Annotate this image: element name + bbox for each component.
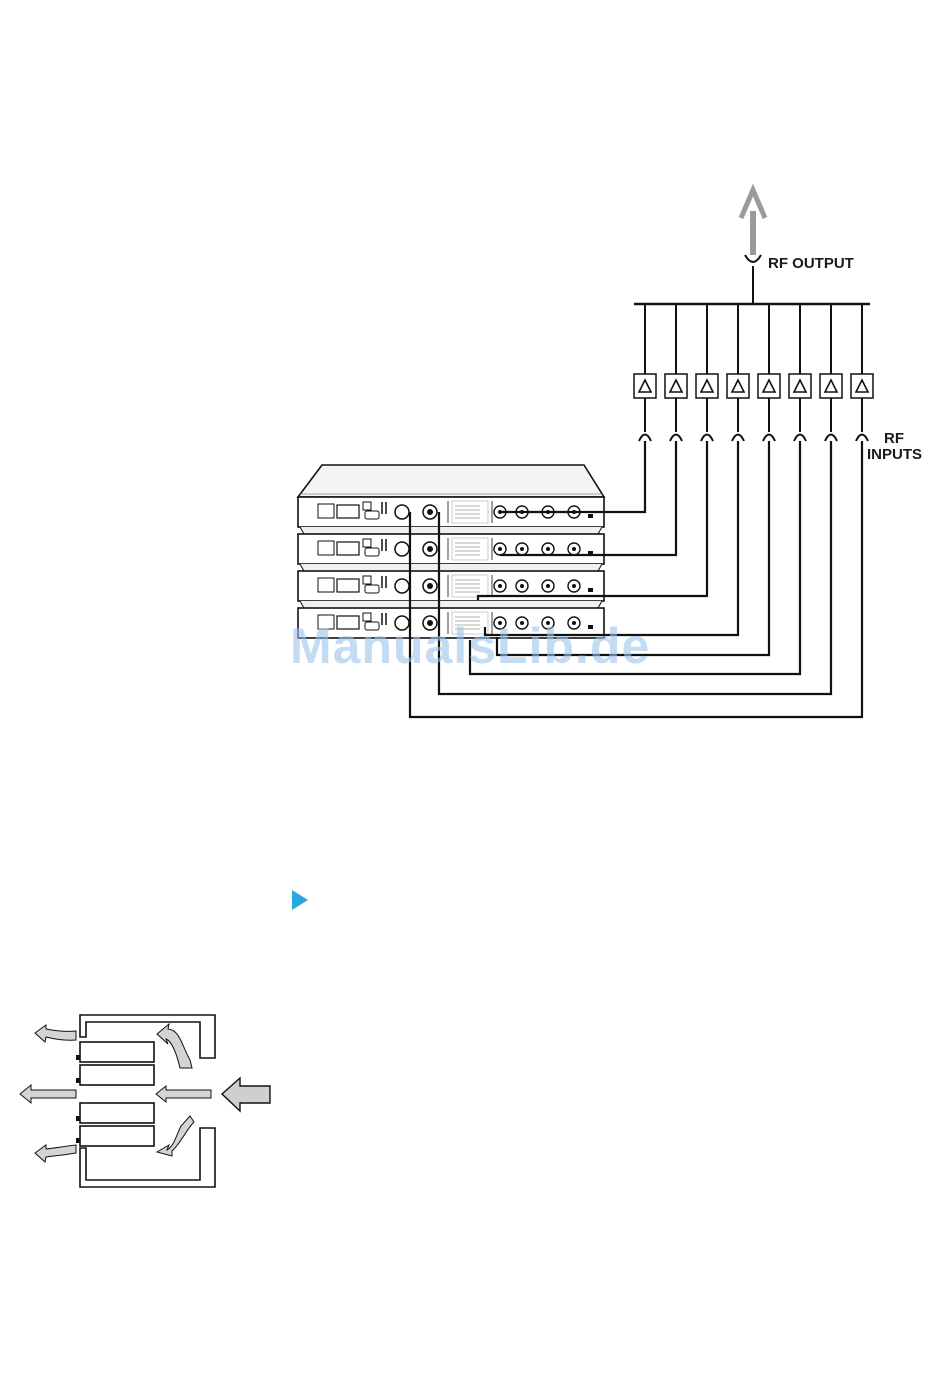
receiver-unit	[298, 534, 604, 571]
receiver-lip	[300, 601, 602, 608]
rf-inputs-label-line2: INPUTS	[867, 446, 922, 463]
xlr-pin	[427, 546, 433, 552]
rack-unit	[80, 1103, 154, 1123]
screw-icon	[588, 588, 593, 592]
xlr-connector-icon	[395, 542, 409, 556]
stack-top-cover	[298, 465, 604, 497]
xlr-connector-icon	[395, 505, 409, 519]
bnc-pin	[572, 584, 576, 588]
amplifier-box	[696, 374, 718, 398]
arrow-left-icon	[35, 1145, 76, 1162]
arrow-left-icon	[20, 1085, 76, 1103]
bnc-pin	[498, 547, 502, 551]
iec-socket-icon	[337, 579, 359, 592]
rack-unit	[80, 1042, 154, 1062]
amplifier-channels	[634, 304, 873, 441]
power-socket-icon	[318, 578, 334, 592]
amplifier-box	[851, 374, 873, 398]
amplifier-box	[758, 374, 780, 398]
rf-output-label: RF OUTPUT	[768, 255, 854, 272]
switch-icon	[363, 502, 371, 510]
label-plate	[452, 575, 488, 597]
bnc-pin	[546, 584, 550, 588]
rf-input-connector-icon	[701, 435, 713, 442]
power-socket-icon	[318, 541, 334, 555]
receiver-lip	[300, 527, 602, 534]
amplifier-box	[820, 374, 842, 398]
switch-icon	[363, 576, 371, 584]
receiver-stack	[298, 465, 604, 638]
dsub-connector-icon	[365, 548, 379, 556]
label-plate	[452, 501, 488, 523]
arrow-left-icon	[156, 1086, 211, 1102]
receiver-unit	[298, 497, 604, 534]
amplifier-box	[789, 374, 811, 398]
xlr-connector-icon	[395, 579, 409, 593]
switch-icon	[363, 539, 371, 547]
amplifier-box	[634, 374, 656, 398]
dsub-connector-icon	[365, 511, 379, 519]
iec-socket-icon	[337, 542, 359, 555]
rf-output-arrow	[741, 190, 765, 255]
rf-input-connector-icon	[639, 435, 651, 442]
curved-arrow-icon	[157, 1116, 194, 1156]
xlr-pin	[427, 583, 433, 589]
rf-input-connector-icon	[825, 435, 837, 442]
rf-inputs-label-line1: RF	[884, 430, 904, 447]
arrow-left-icon	[35, 1025, 76, 1042]
bnc-pin	[520, 584, 524, 588]
big-arrow-icon	[222, 1078, 270, 1111]
rf-input-connector-icon	[856, 435, 868, 442]
amplifier-box	[727, 374, 749, 398]
xlr-pin	[427, 509, 433, 515]
curved-arrow-icon	[157, 1024, 192, 1068]
rf-input-connector-icon	[794, 435, 806, 442]
receiver-lip	[300, 564, 602, 571]
rf-input-connector-icon	[763, 435, 775, 442]
iec-socket-icon	[337, 505, 359, 518]
bnc-pin	[546, 547, 550, 551]
bnc-pin	[498, 584, 502, 588]
bnc-pin	[572, 547, 576, 551]
rf-output-connector-icon	[745, 255, 761, 262]
rf-input-connector-icon	[732, 435, 744, 442]
airflow-diagram	[20, 1015, 270, 1187]
rack-unit	[80, 1065, 154, 1085]
rf-input-connector-icon	[670, 435, 682, 442]
bnc-pin	[520, 547, 524, 551]
watermark: ManualsLib.de	[290, 618, 650, 674]
dsub-connector-icon	[365, 585, 379, 593]
screw-icon	[588, 514, 593, 518]
label-plate	[452, 538, 488, 560]
receiver-unit	[298, 571, 604, 608]
power-socket-icon	[318, 504, 334, 518]
rack-unit	[80, 1126, 154, 1146]
play-triangle-icon	[292, 890, 308, 910]
amplifier-box	[665, 374, 687, 398]
